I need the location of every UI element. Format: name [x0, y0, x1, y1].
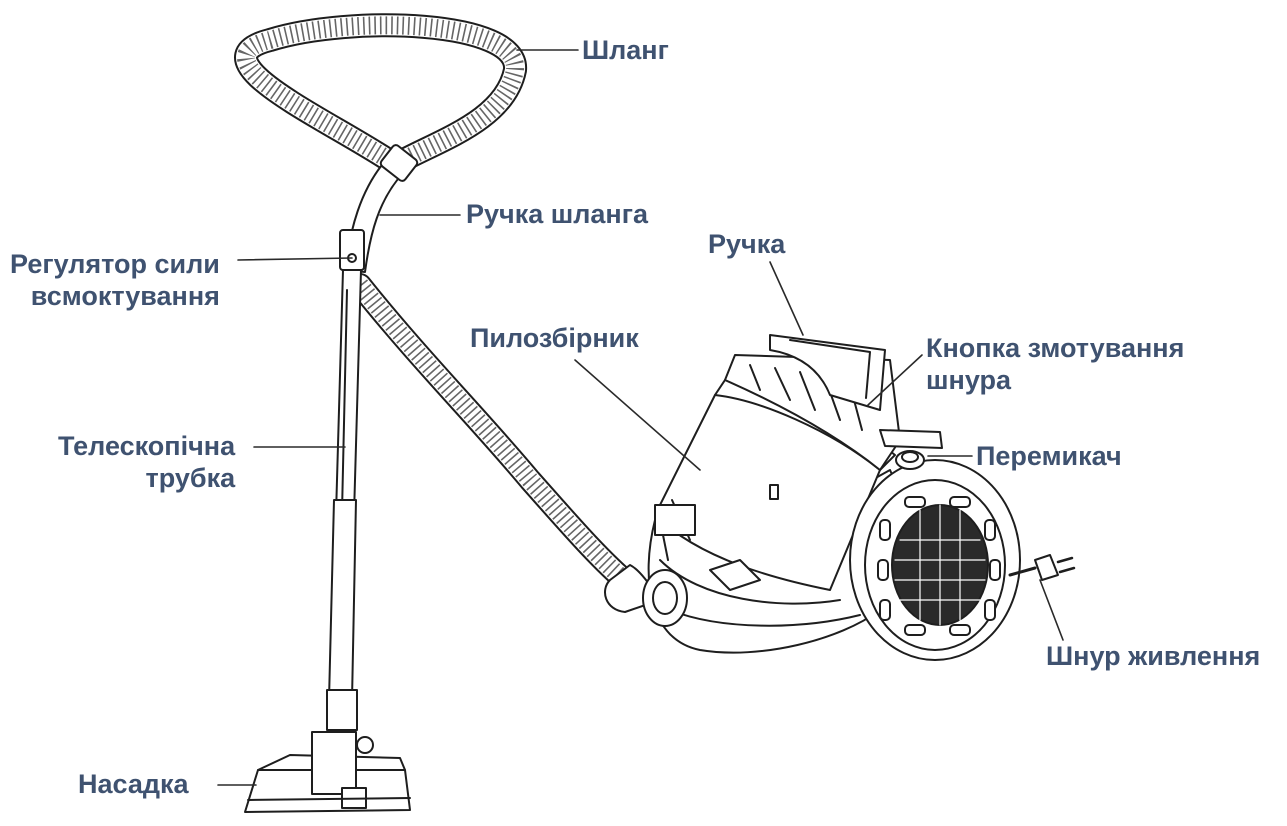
- label-suction-regulator: Регулятор сили всмоктування: [10, 249, 220, 311]
- label-switch: Перемикач: [976, 441, 1122, 471]
- label-hose-handle: Ручка шланга: [466, 199, 648, 229]
- label-hose: Шланг: [582, 35, 669, 65]
- label-nozzle: Насадка: [78, 769, 189, 799]
- vacuum-body: [604, 334, 1076, 661]
- label-telescopic-tube: Телескопічна трубка: [58, 431, 236, 493]
- leader-lines: [217, 49, 1064, 786]
- label-handle: Ручка: [708, 229, 786, 259]
- telescopic-tube: [326, 269, 362, 731]
- label-dust-container: Пилозбірник: [470, 323, 639, 353]
- label-cord-rewind-button: Кнопка змотування шнура: [926, 333, 1185, 395]
- hose-lower: [348, 273, 642, 597]
- floor-nozzle: [244, 731, 411, 813]
- label-power-cord: Шнур живлення: [1046, 641, 1261, 671]
- hose: [234, 13, 527, 177]
